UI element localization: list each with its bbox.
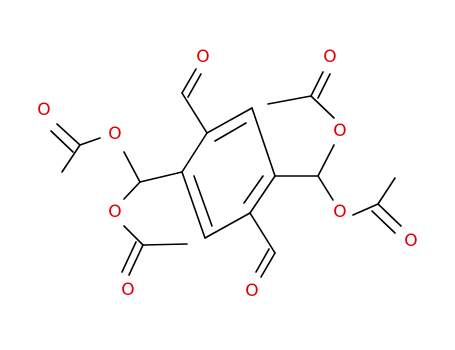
benzene-ring	[181, 107, 276, 239]
bond	[260, 252, 276, 278]
bond	[123, 181, 141, 200]
bond	[310, 71, 324, 97]
bond	[377, 177, 396, 205]
bond	[139, 171, 183, 183]
ring-bond	[181, 132, 208, 173]
oxygen-atom: O	[108, 202, 121, 222]
bond	[79, 137, 101, 146]
bond	[267, 95, 312, 105]
bond	[142, 243, 188, 246]
oxygen-atom: O	[404, 231, 417, 251]
ring-bond	[249, 175, 276, 214]
right-diacetoxymethyl: O O O O	[267, 47, 418, 251]
oxygen-atom: O	[245, 281, 258, 301]
bond	[121, 241, 137, 273]
ring-bond	[204, 212, 251, 239]
bond	[249, 212, 276, 254]
bond	[128, 244, 144, 276]
bond	[181, 92, 208, 134]
bond	[50, 130, 74, 153]
aldehyde-top: O	[181, 47, 210, 134]
ring-double-bond	[214, 122, 247, 142]
ring-double-bond	[243, 175, 264, 204]
oxygen-atom: O	[121, 280, 134, 300]
ring-bond	[251, 107, 276, 177]
oxygen-atom: O	[333, 121, 346, 141]
aldehyde-bottom: O	[245, 212, 276, 301]
bond	[317, 175, 334, 201]
bond	[317, 144, 335, 177]
oxygen-atom: O	[333, 202, 346, 222]
bond	[255, 248, 270, 273]
bond	[187, 73, 202, 98]
bond	[310, 95, 335, 119]
bond	[377, 203, 402, 227]
oxygen-atom: O	[108, 124, 121, 144]
oxygen-atom: O	[323, 47, 336, 67]
left-diacetoxymethyl: O O O O	[37, 100, 188, 300]
bond	[123, 225, 144, 246]
bond	[371, 210, 396, 234]
ring-double-bond	[193, 175, 213, 227]
bond	[181, 68, 197, 94]
ring-bond	[206, 107, 253, 134]
oxygen-atom: O	[37, 100, 50, 120]
ring-bond	[181, 171, 206, 239]
bond	[317, 73, 331, 99]
oxygen-atom: O	[196, 47, 209, 67]
bond	[123, 151, 141, 183]
bond	[56, 123, 81, 146]
bond	[61, 144, 81, 173]
bond	[352, 203, 379, 216]
